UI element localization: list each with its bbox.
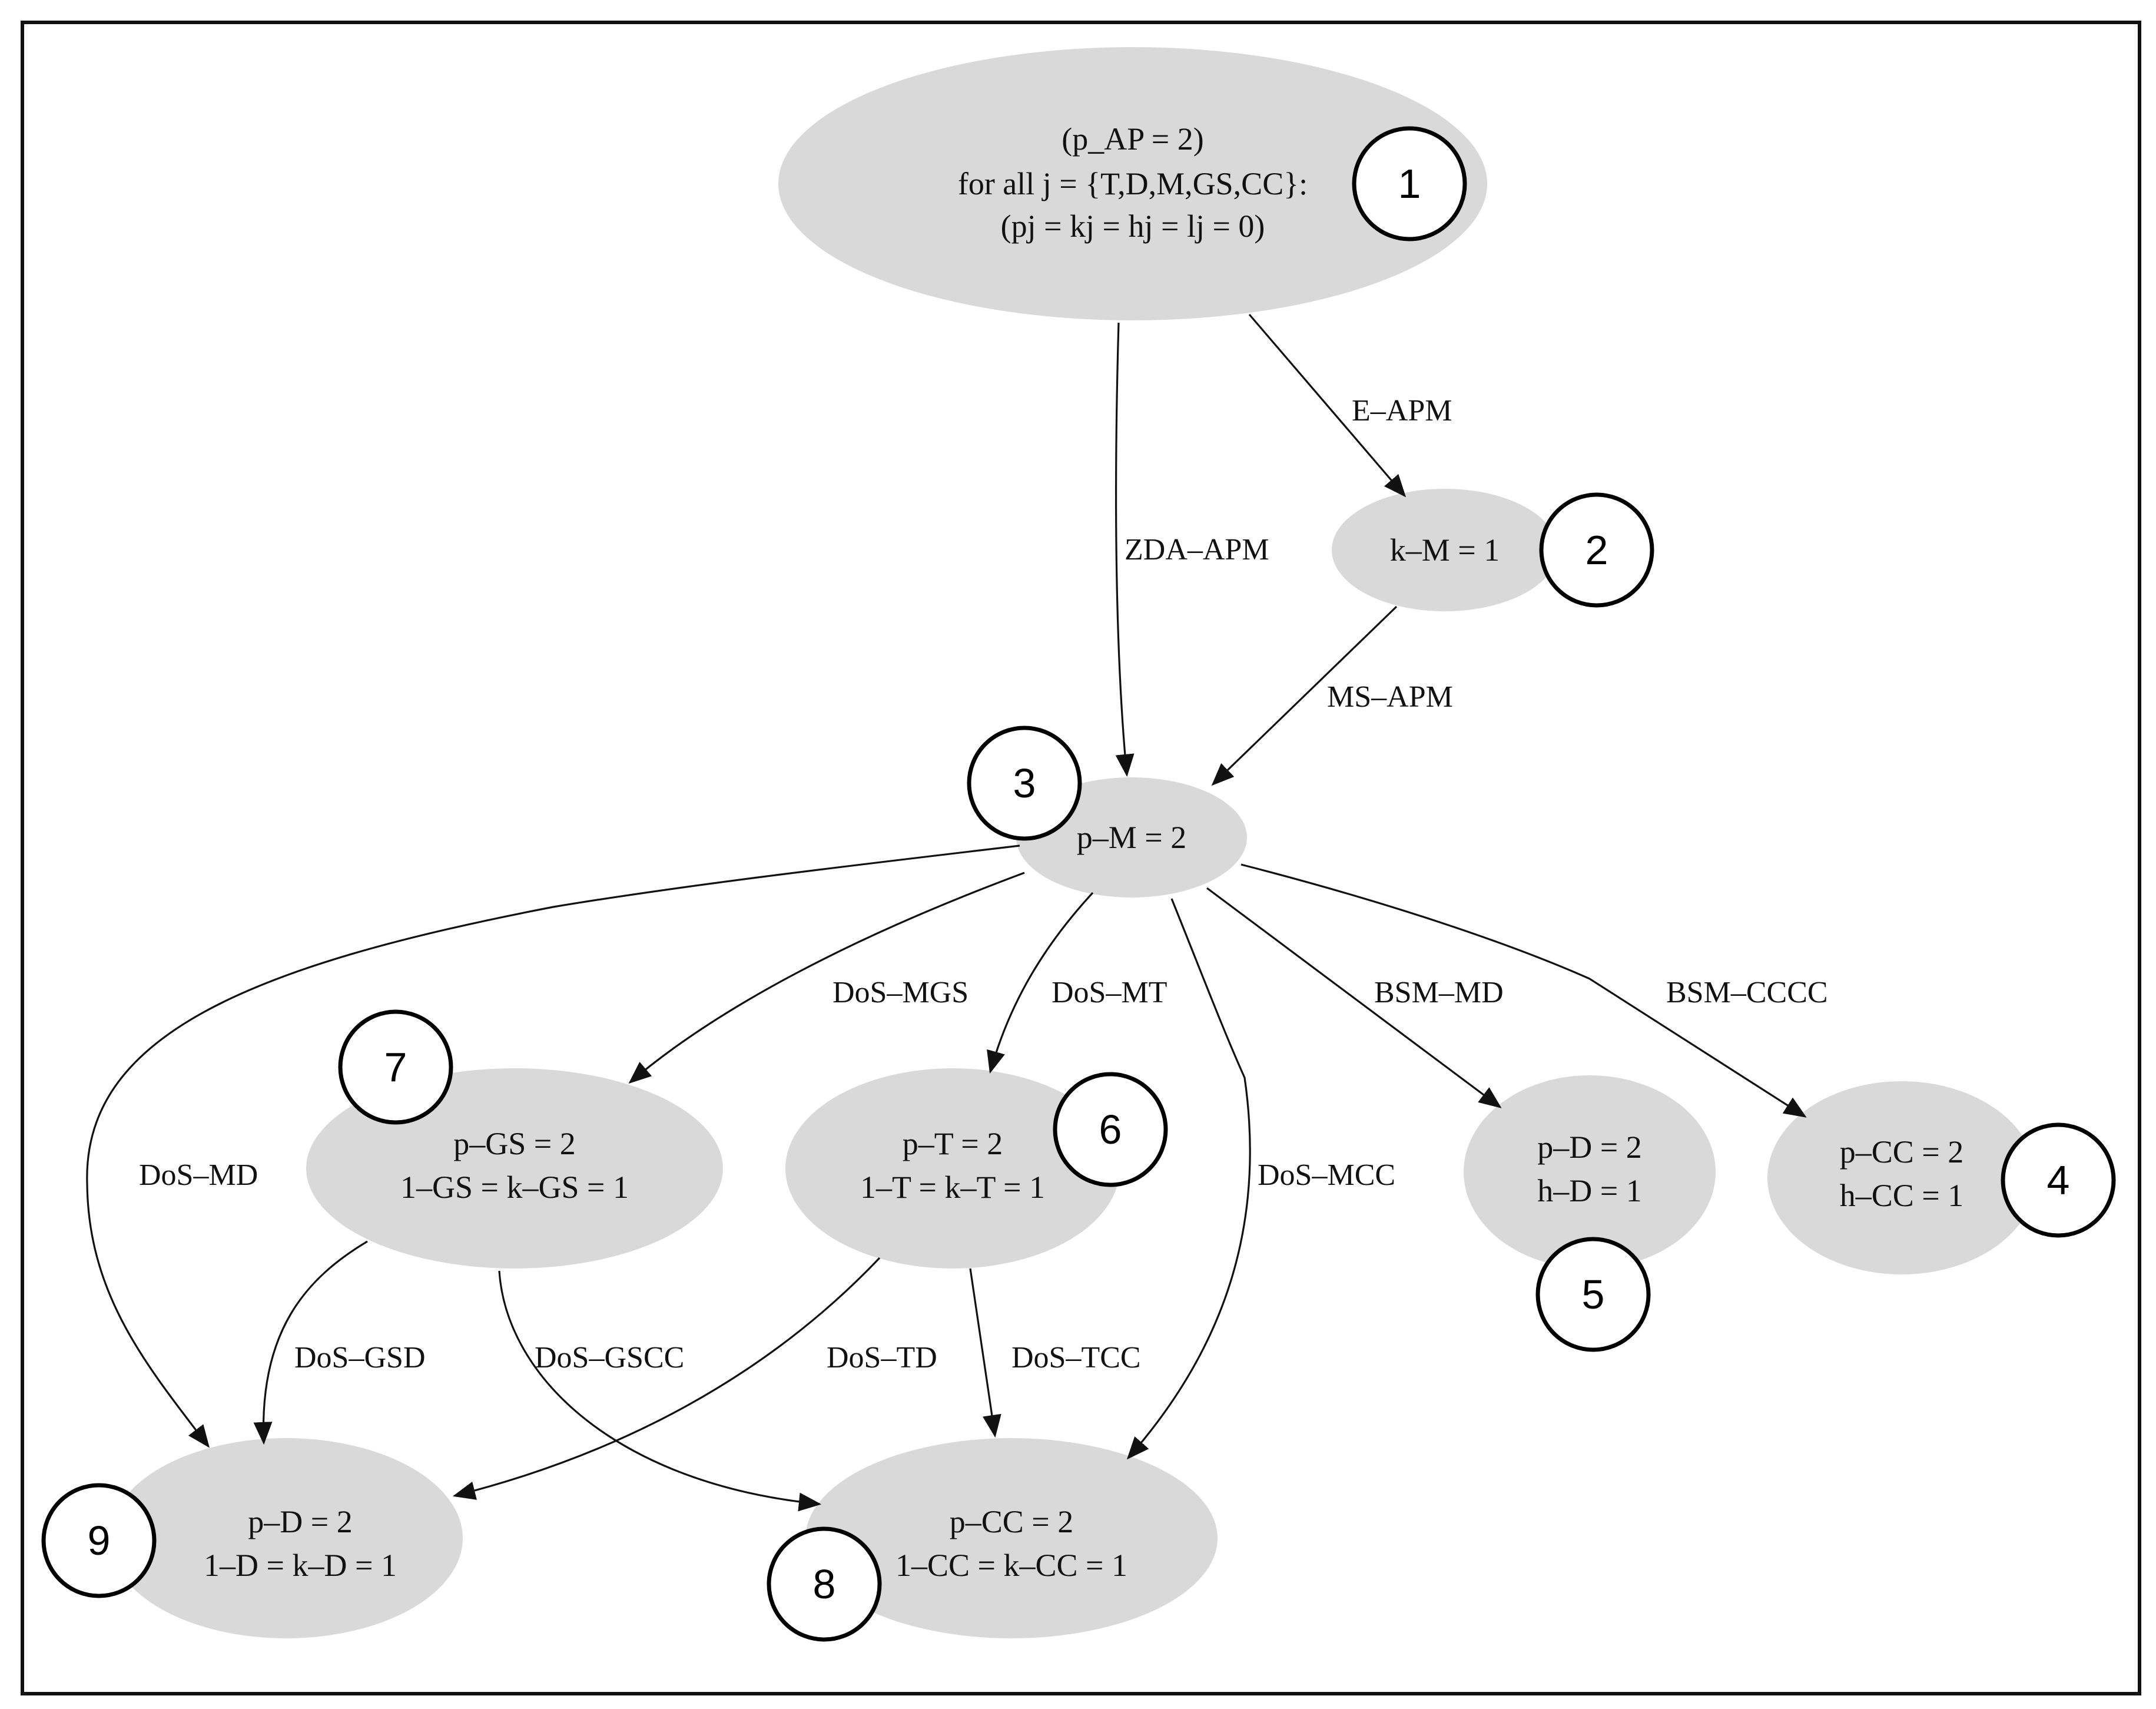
edge-label-dos-mgs: DoS–MGS [832, 976, 968, 1009]
edge-label-dos-md: DoS–MD [139, 1158, 258, 1192]
state-badge-2-number: 2 [1586, 527, 1608, 573]
state-node-2: k–M = 1 [1332, 489, 1558, 611]
state-badge-7-number: 7 [384, 1044, 407, 1090]
state-node-6: p–T = 2 1–T = k–T = 1 [785, 1068, 1120, 1268]
state-node-7-line-2: 1–GS = k–GS = 1 [400, 1170, 629, 1205]
state-badge-7: 7 [338, 1009, 453, 1125]
state-badge-1: 1 [1352, 126, 1467, 241]
edge-label-dos-mcc: DoS–MCC [1258, 1158, 1395, 1192]
state-node-9-line-1: p–D = 2 [248, 1504, 352, 1539]
edge-label-ms-apm: MS–APM [1327, 680, 1453, 714]
state-node-3-line-1: p–M = 2 [1077, 820, 1186, 855]
state-node-5-line-1: p–D = 2 [1537, 1130, 1641, 1165]
state-badge-2: 2 [1539, 492, 1654, 608]
state-node-4-line-2: h–CC = 1 [1840, 1178, 1964, 1213]
state-node-2-line-1: k–M = 1 [1390, 532, 1500, 568]
state-badge-9: 9 [41, 1483, 157, 1598]
edge-bsm-md [1206, 887, 1502, 1108]
edge-label-dos-gscc: DoS–GSCC [535, 1341, 684, 1375]
edge-label-dos-tcc: DoS–TCC [1011, 1341, 1141, 1375]
edge-label-zda-apm: ZDA–APM [1125, 533, 1269, 567]
edge-bsm-cccc [1240, 863, 1807, 1118]
state-node-1-line-1: (p_AP = 2) [1062, 121, 1203, 157]
edge-dos-tcc [969, 1268, 1001, 1438]
state-node-1-line-2: for all j = {T,D,M,GS,CC}: [958, 166, 1308, 201]
edge-label-bsm-cccc: BSM–CCCC [1666, 976, 1828, 1009]
edge-zda-apm [1115, 322, 1135, 777]
state-badge-8: 8 [767, 1526, 882, 1642]
state-badge-5-number: 5 [1582, 1271, 1605, 1317]
edge-dos-td [452, 1257, 881, 1500]
state-badge-1-number: 1 [1398, 161, 1421, 207]
edge-dos-md [86, 844, 1020, 1448]
state-badge-3-number: 3 [1013, 760, 1036, 806]
edge-dos-mgs [628, 872, 1025, 1084]
state-node-4: p–CC = 2 h–CC = 1 [1767, 1081, 2036, 1274]
state-node-6-line-2: 1–T = k–T = 1 [860, 1170, 1045, 1205]
state-node-6-line-1: p–T = 2 [903, 1126, 1003, 1161]
state-node-7-line-1: p–GS = 2 [453, 1126, 575, 1161]
state-node-1-line-3: (pj = kj = hj = lj = 0) [1001, 208, 1265, 244]
state-badge-6: 6 [1053, 1072, 1168, 1187]
edge-e-apm [1248, 313, 1407, 498]
state-node-1: (p_AP = 2) for all j = {T,D,M,GS,CC}: (p… [778, 47, 1487, 320]
edge-dos-mt [987, 892, 1094, 1074]
state-node-8-line-1: p–CC = 2 [950, 1504, 1074, 1539]
edge-dos-gsd [253, 1240, 368, 1445]
state-badge-5: 5 [1535, 1237, 1651, 1352]
state-badge-9-number: 9 [88, 1518, 111, 1564]
edge-dos-gscc [498, 1270, 822, 1512]
edge-label-dos-td: DoS–TD [827, 1341, 937, 1375]
state-node-4-line-1: p–CC = 2 [1840, 1134, 1964, 1170]
state-badge-4-number: 4 [2047, 1157, 2070, 1203]
state-node-9-line-2: 1–D = k–D = 1 [204, 1548, 397, 1583]
state-node-8: p–CC = 2 1–CC = k–CC = 1 [805, 1438, 1218, 1638]
state-node-9: p–D = 2 1–D = k–D = 1 [110, 1438, 463, 1638]
edge-label-dos-gsd: DoS–GSD [294, 1341, 426, 1375]
edge-dos-mcc [1126, 898, 1251, 1460]
state-badge-3: 3 [967, 726, 1082, 841]
state-badge-4: 4 [2001, 1122, 2116, 1238]
state-node-8-line-2: 1–CC = k–CC = 1 [895, 1548, 1127, 1583]
edge-label-bsm-md: BSM–MD [1374, 976, 1504, 1009]
state-node-5-line-2: h–D = 1 [1537, 1173, 1641, 1208]
state-node-5: p–D = 2 h–D = 1 [1464, 1075, 1716, 1268]
diagram-border [21, 21, 2141, 1695]
state-badge-6-number: 6 [1099, 1107, 1122, 1152]
edge-label-dos-mt: DoS–MT [1052, 976, 1167, 1009]
edge-label-e-apm: E–APM [1352, 394, 1452, 428]
edge-ms-apm [1211, 605, 1398, 786]
state-badge-8-number: 8 [813, 1561, 836, 1607]
